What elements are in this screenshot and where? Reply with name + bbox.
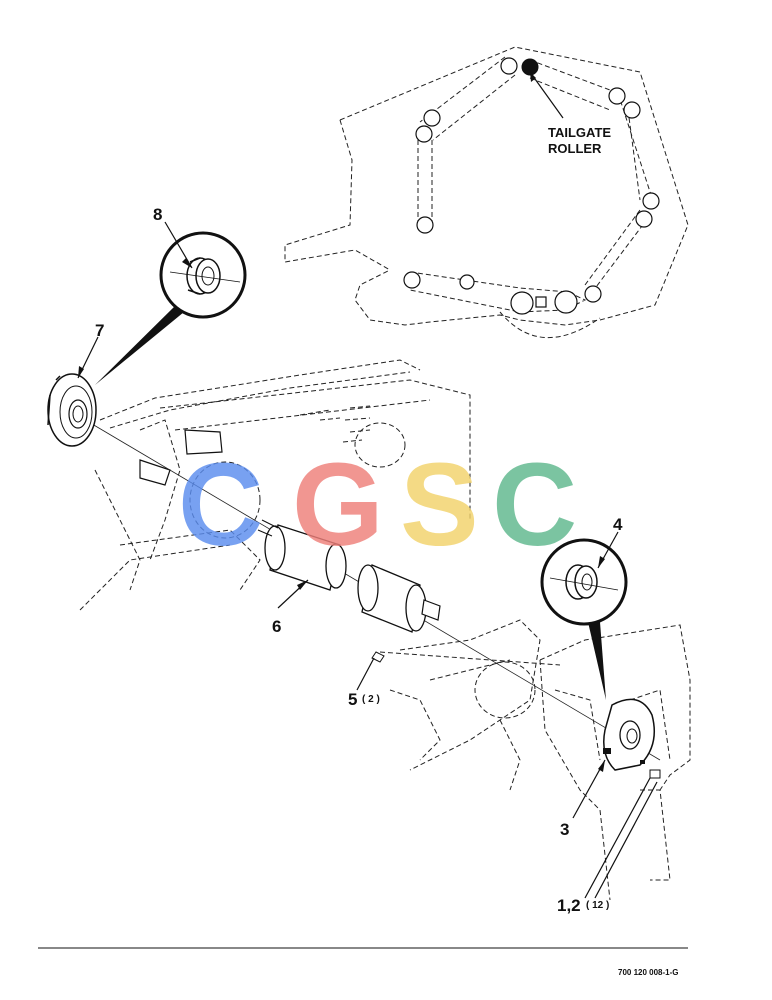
roller-tube-right [357,564,441,633]
callout-6: 6 [272,617,281,636]
watermark-letter-c2: C [492,439,577,571]
watermark-letter-s: S [400,439,479,571]
callout-5: 5 [348,690,357,709]
roller-label: ROLLER [548,141,602,156]
callout-7: 7 [95,321,104,340]
leader-lines [77,221,658,899]
callout-1-2-quantity: ( 12 ) [586,900,609,911]
figure-reference-number: 700 120 008-1-G [618,968,679,977]
tailgate-label: TAILGATE [548,125,611,140]
callout-4: 4 [613,515,623,534]
callout-1-2: 1,2 [557,896,581,915]
screw-part [371,651,385,663]
watermark-letter-c1: C [178,439,263,571]
cgsc-watermark: C G S C [178,439,577,571]
bearing-detail-bubble [95,231,247,385]
callout-5-quantity: ( 2 ) [362,694,380,705]
roller-tube-left [257,519,347,591]
bearing-flange-left [47,373,97,447]
watermark-letter-g: G [292,439,384,571]
bearing-detail-bubble-right [540,538,628,700]
callout-8: 8 [153,205,162,224]
callout-3: 3 [560,820,569,839]
tailgate-roller [521,58,539,76]
bearing-plate-right [603,698,661,779]
baler-side-view [284,46,689,338]
